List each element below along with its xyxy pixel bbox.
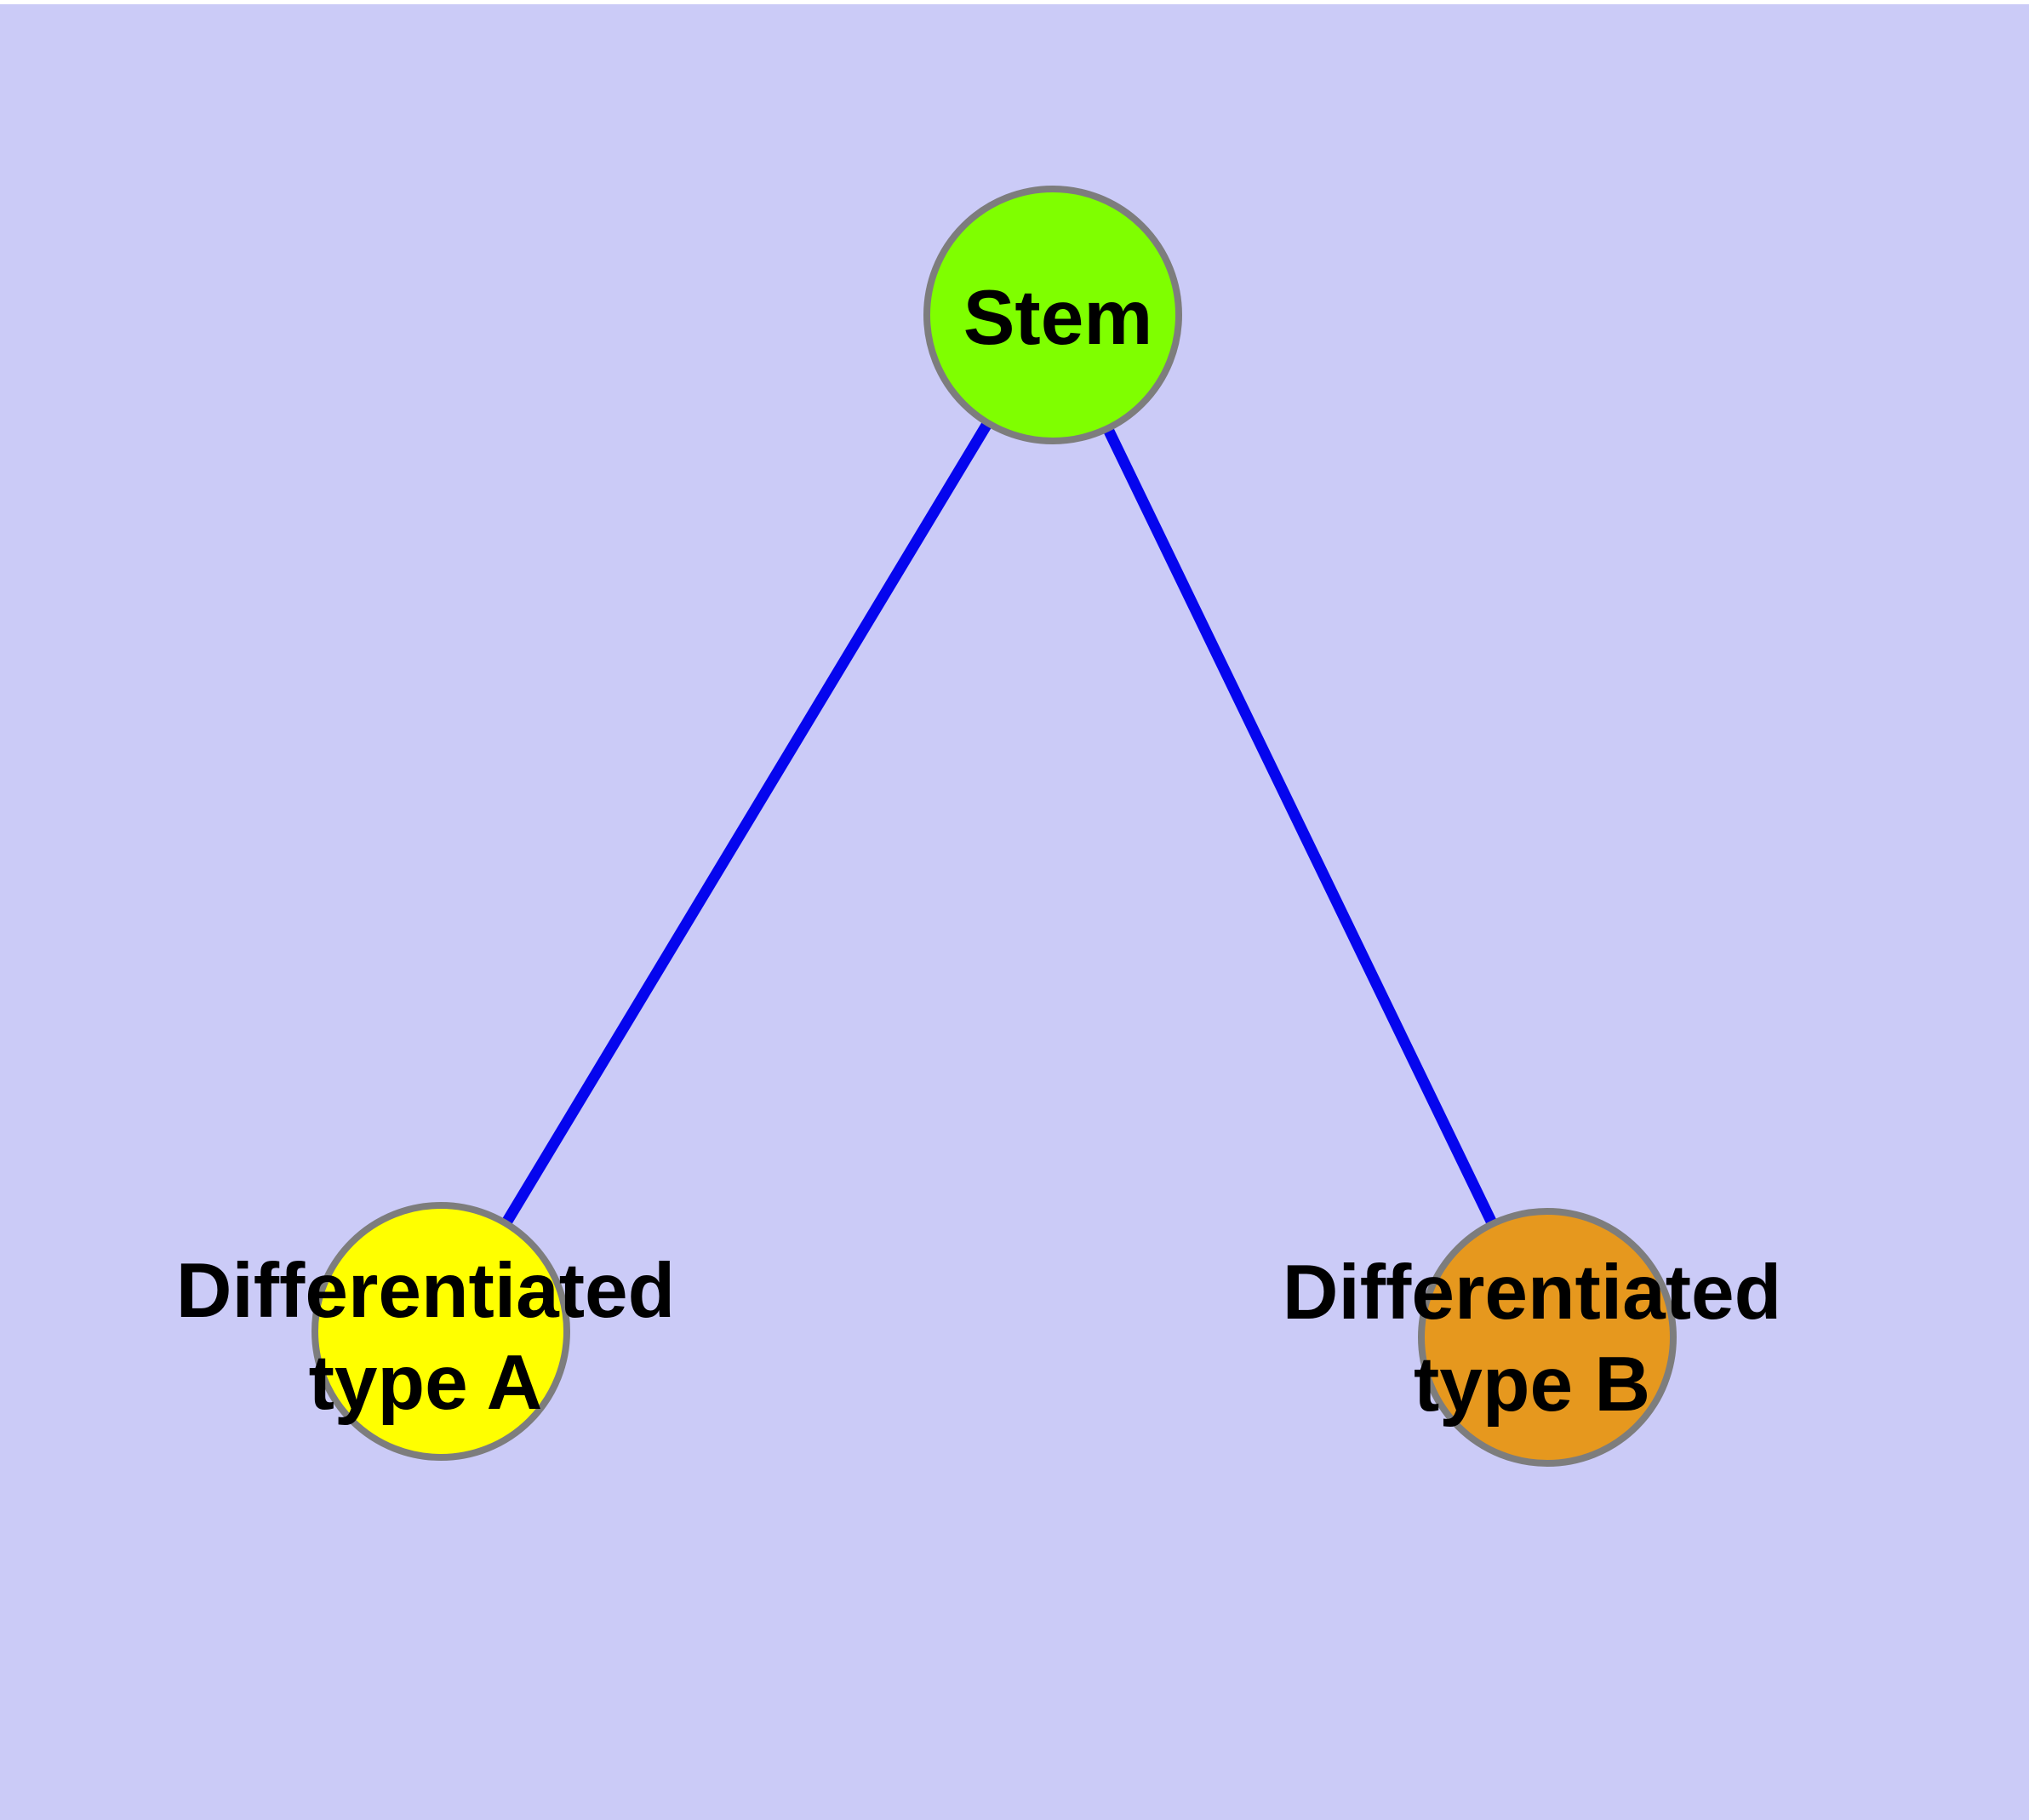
- top-edge-strip: [0, 0, 2029, 4]
- edge-stem-to-type-a: [436, 312, 1058, 1335]
- node-stem: [923, 186, 1182, 444]
- edge-stem-to-type-b: [1048, 312, 1552, 1340]
- node-type-a-label-line1: Differentiated: [176, 1248, 676, 1334]
- node-type-b-label-line2: type B: [1414, 1342, 1650, 1428]
- node-differentiated-type-b: [1418, 1208, 1677, 1467]
- node-stem-label: Stem: [963, 275, 1153, 361]
- node-differentiated-type-a: [311, 1202, 570, 1461]
- node-type-b-label-line1: Differentiated: [1283, 1250, 1782, 1336]
- node-type-a-label-line2: type A: [309, 1340, 543, 1426]
